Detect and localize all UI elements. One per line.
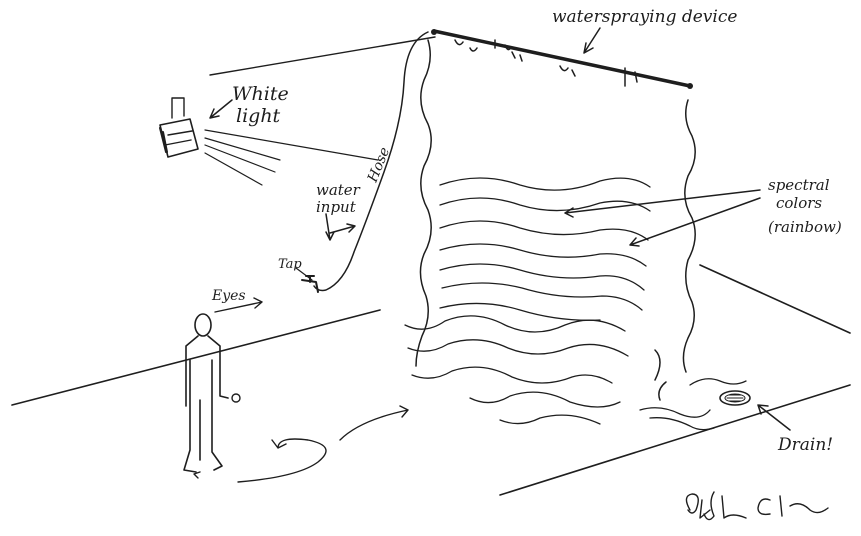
label-eyes: Eyes (211, 288, 246, 304)
drain (720, 391, 750, 405)
arrow-movement-2 (340, 406, 408, 440)
label-drain: Drain! (777, 435, 833, 455)
label-colors: colors (776, 194, 822, 212)
label-tap: Tap (278, 257, 302, 272)
label-waterspraying-device: waterspraying device (552, 7, 737, 27)
water-curtain (405, 40, 746, 430)
label-spectral: spectral (768, 176, 830, 194)
label-white: White (232, 83, 289, 105)
arrow-device (584, 28, 600, 53)
person-feet-arrow (194, 472, 200, 478)
person (184, 298, 262, 472)
artist-signature (686, 492, 828, 520)
floor-line-left (12, 310, 380, 405)
back-wall-line (210, 37, 435, 75)
arrow-spectral-1 (565, 190, 760, 217)
label-water: water (316, 181, 361, 199)
label-hose: Hose (364, 145, 393, 185)
arrow-movement-1 (238, 439, 326, 482)
waterspraying-device (431, 29, 693, 89)
floor-line-right-back (700, 265, 850, 333)
label-rainbow: (rainbow) (768, 218, 842, 236)
label-light: light (236, 105, 281, 127)
label-input: input (316, 198, 357, 216)
arrow-water-input-down (326, 214, 334, 240)
